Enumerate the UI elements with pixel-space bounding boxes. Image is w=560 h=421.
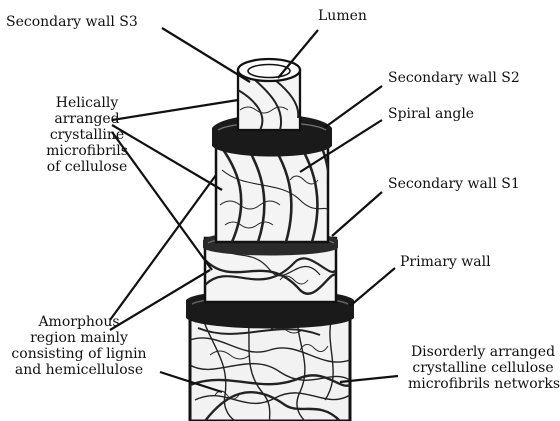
- leader-s2: [324, 86, 382, 128]
- primary-wall-layer: [186, 290, 354, 421]
- label-secondary-wall-s2: Secondary wall S2: [388, 70, 520, 86]
- label-helical-line-5: of cellulose: [22, 159, 152, 175]
- label-disorderly-line-1: Disorderly arranged: [408, 344, 558, 360]
- label-disorderly-line-3: microfibrils networks: [408, 376, 558, 392]
- label-secondary-wall-s3: Secondary wall S3: [6, 14, 138, 30]
- label-amorphous-line-4: and hemicellulose: [4, 362, 154, 378]
- label-helical-line-1: Helically: [22, 95, 152, 111]
- label-amorphous-line-3: consisting of lignin: [4, 346, 154, 362]
- label-helical-line-2: arranged: [22, 111, 152, 127]
- label-disorderly-line-2: crystalline cellulose: [408, 360, 558, 376]
- label-amorphous-region: Amorphous region mainly consisting of li…: [4, 314, 154, 378]
- label-helical-line-4: microfibrils: [22, 143, 152, 159]
- secondary-wall-s3-layer: [238, 59, 300, 130]
- label-spiral-angle: Spiral angle: [388, 106, 474, 122]
- leader-primary-wall: [350, 268, 395, 306]
- label-secondary-wall-s1: Secondary wall S1: [388, 176, 520, 192]
- label-primary-wall: Primary wall: [400, 254, 491, 270]
- label-disorderly-networks: Disorderly arranged crystalline cellulos…: [408, 344, 558, 392]
- label-helical-line-3: crystalline: [22, 127, 152, 143]
- label-amorphous-line-1: Amorphous: [4, 314, 154, 330]
- leader-s3: [162, 28, 250, 82]
- label-helical-microfibrils: Helically arranged crystalline microfibr…: [22, 95, 152, 175]
- label-lumen: Lumen: [318, 8, 367, 24]
- label-amorphous-line-2: region mainly: [4, 330, 154, 346]
- leader-s1: [332, 192, 382, 236]
- secondary-wall-s2-layer: [212, 115, 332, 243]
